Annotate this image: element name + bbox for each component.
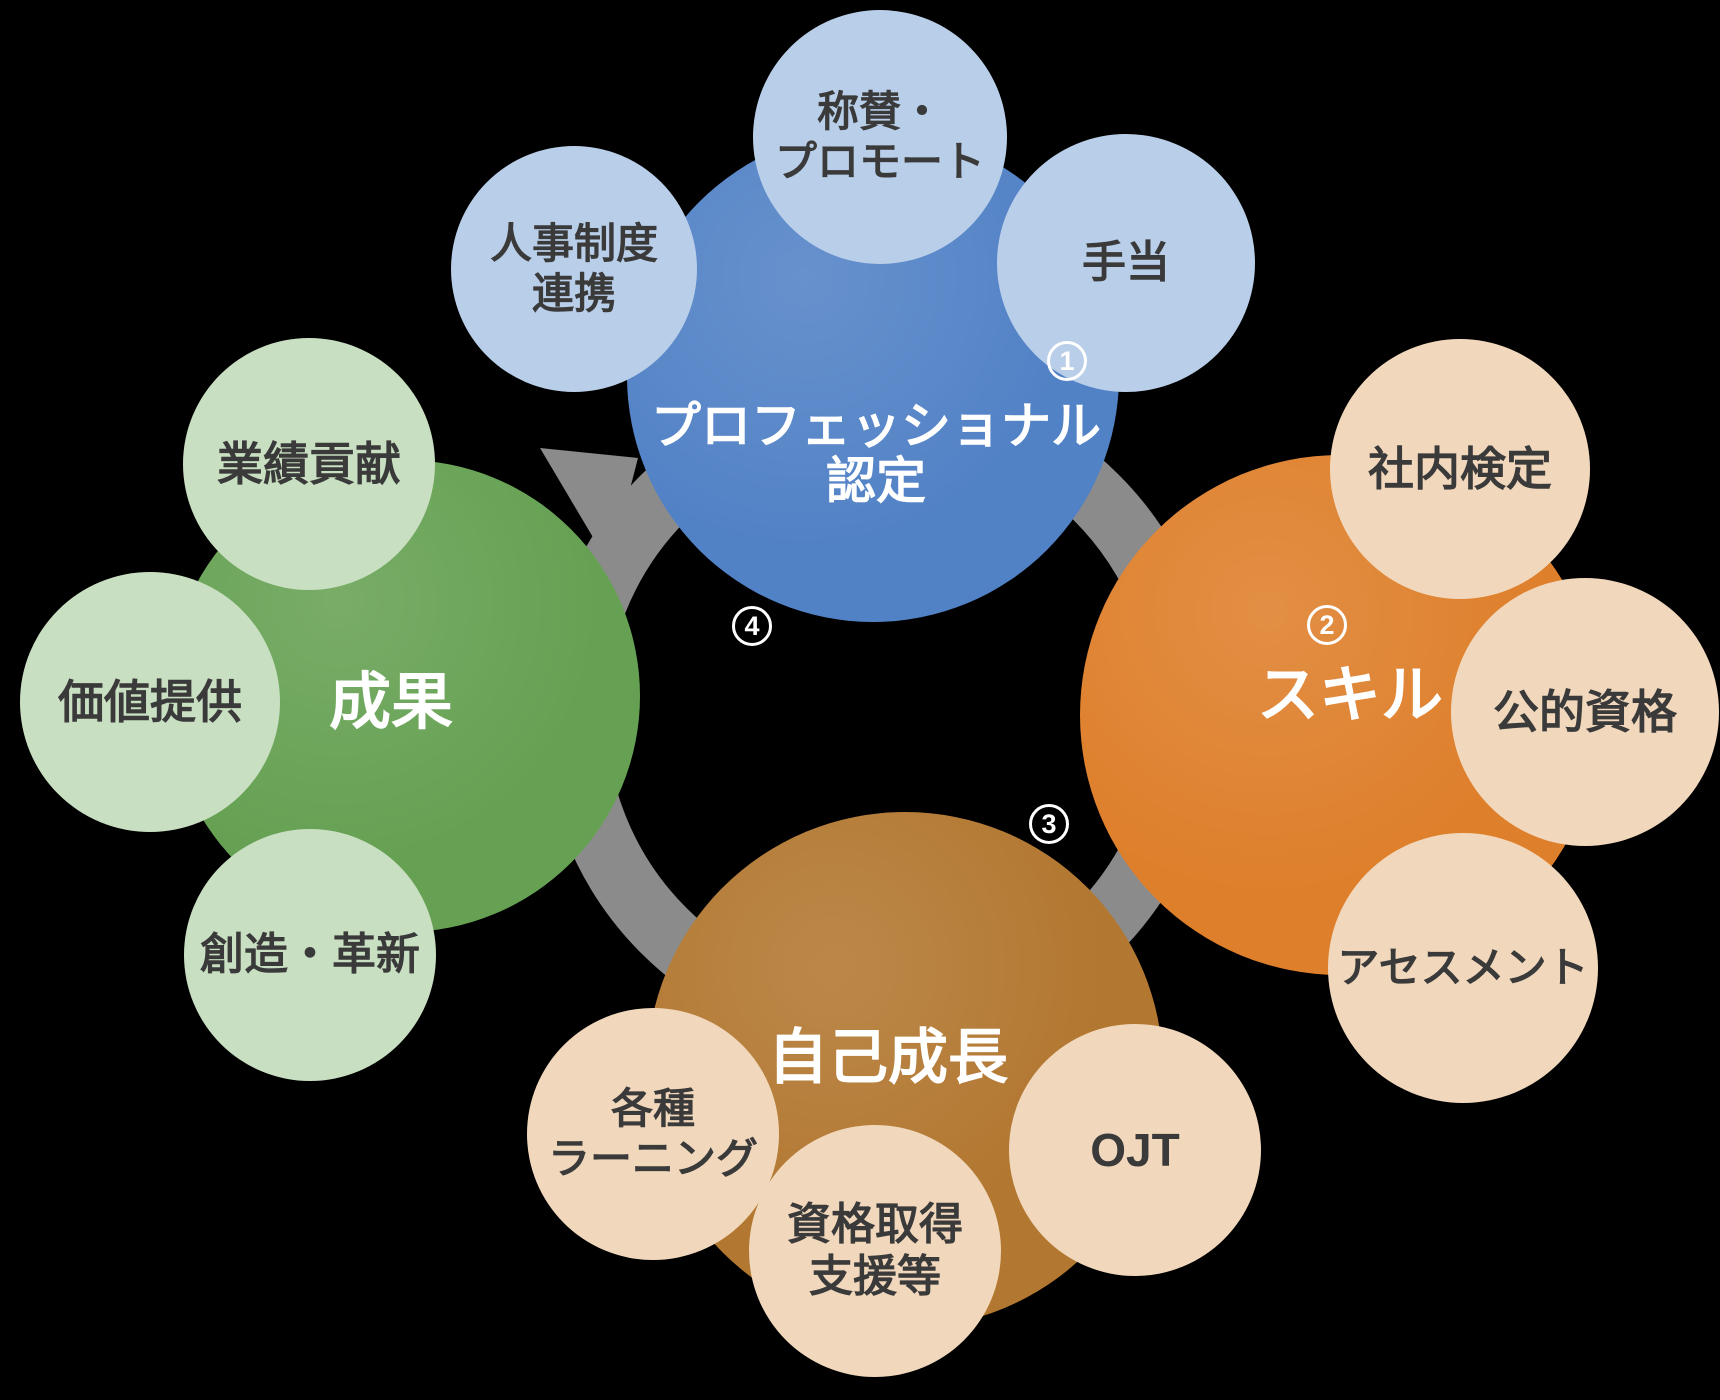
- satellite-internal-certification: 社内検定: [1330, 339, 1590, 599]
- satellite-label: 各種: [610, 1085, 695, 1133]
- satellite-label: プロモート: [774, 138, 985, 185]
- step-number: 1: [1059, 345, 1075, 376]
- step-number: 3: [1041, 808, 1057, 839]
- label-line: プロフェッショナル: [651, 398, 1101, 454]
- satellite-qualification-support: 資格取得 支援等: [749, 1125, 1001, 1377]
- satellite-assessment: アセスメント: [1328, 833, 1598, 1103]
- satellite-label: 創造・革新: [200, 930, 420, 980]
- satellite-label: 支援等: [809, 1252, 941, 1301]
- satellite-label: 手当: [1082, 238, 1170, 288]
- step-badge-1: 1: [1047, 341, 1087, 381]
- satellite-label: 資格取得: [787, 1200, 963, 1250]
- satellite-creation-innovation: 創造・革新: [184, 829, 436, 1081]
- satellite-hr-system-link: 人事制度 連携: [451, 146, 697, 392]
- satellite-value-provision: 価値提供: [20, 572, 280, 832]
- satellite-public-qualification: 公的資格: [1451, 578, 1719, 846]
- satellite-label: 称賛・: [816, 88, 943, 136]
- label-professional-certification: プロフェッショナル 認定: [651, 399, 1101, 509]
- satellite-label: 人事制度: [489, 220, 658, 268]
- label-line: 認定: [826, 453, 926, 509]
- satellite-label: 連携: [531, 270, 616, 317]
- satellite-allowance: 手当: [997, 134, 1255, 392]
- label-self-growth: 自己成長: [768, 1024, 1008, 1091]
- label-skill: スキル: [1256, 660, 1444, 730]
- cycle-arrowhead-icon: [540, 448, 638, 566]
- step-badge-4: 4: [732, 606, 772, 646]
- step-badge-3: 3: [1029, 804, 1069, 844]
- satellite-label: 業績貢献: [217, 437, 401, 490]
- satellite-label: OJT: [1090, 1123, 1180, 1176]
- satellite-label: 価値提供: [58, 675, 242, 728]
- satellite-label: アセスメント: [1337, 944, 1589, 992]
- satellite-label: ラーニング: [547, 1135, 758, 1182]
- step-badge-2: 2: [1307, 605, 1347, 645]
- satellite-praise-promote: 称賛・ プロモート: [753, 10, 1007, 264]
- step-number: 4: [744, 610, 760, 641]
- satellite-various-learning: 各種 ラーニング: [527, 1008, 779, 1260]
- satellite-performance-contribution: 業績貢献: [183, 338, 435, 590]
- satellite-ojt: OJT: [1009, 1024, 1261, 1276]
- satellite-label: 公的資格: [1493, 685, 1677, 738]
- satellite-label: 社内検定: [1368, 442, 1552, 495]
- label-results: 成果: [328, 667, 454, 737]
- step-number: 2: [1319, 609, 1335, 640]
